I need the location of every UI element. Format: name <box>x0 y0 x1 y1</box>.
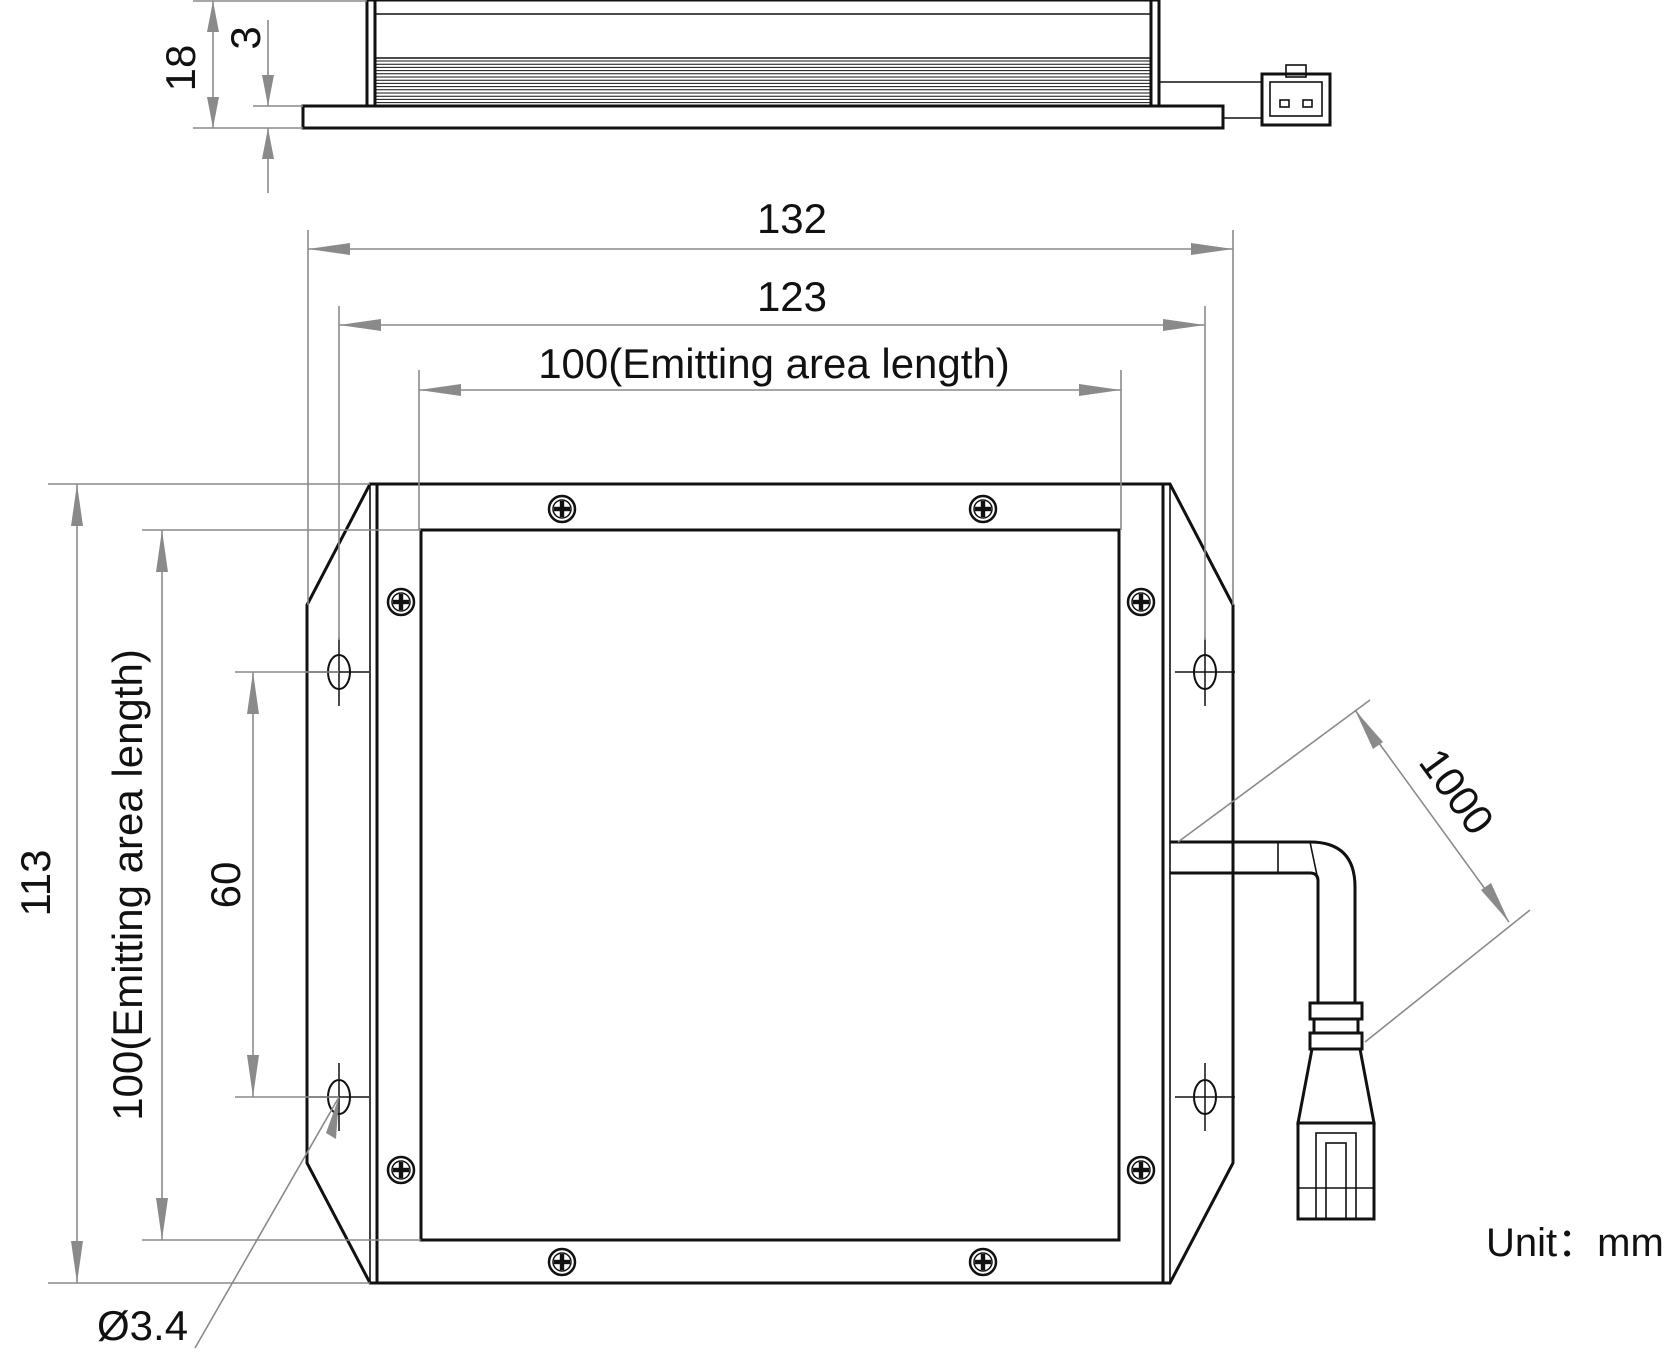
cable-connector <box>1296 1001 1376 1221</box>
screw-icon <box>386 587 416 617</box>
screw-icon <box>547 494 577 524</box>
cable <box>1170 840 1357 1005</box>
front-view <box>305 482 1376 1285</box>
emitting-area <box>419 528 1121 1242</box>
dim-hole-diameter: Ø3.4 <box>97 1302 188 1349</box>
screw-icon <box>1126 1155 1156 1185</box>
heatsink-fins <box>375 60 1151 107</box>
screw-icon <box>1126 587 1156 617</box>
dim-emitting-height: 100(Emitting area length) <box>104 649 151 1121</box>
dim-overall-height: 113 <box>12 850 59 917</box>
dim-hole-span-width: 123 <box>757 273 827 320</box>
base-plate <box>305 482 1235 1285</box>
frame <box>375 482 1165 1285</box>
dim-emitting-width: 100(Emitting area length) <box>538 340 1010 387</box>
side-view: 18 3 <box>157 0 1332 193</box>
side-body <box>365 0 1161 108</box>
dim-base-thickness: 3 <box>222 26 269 49</box>
dim-total-height: 18 <box>157 45 204 92</box>
screw-icon <box>968 1247 998 1277</box>
dim-cable-length: 1000 <box>1410 740 1503 843</box>
unit-note: Unit：mm <box>1486 1221 1664 1265</box>
screw-icon <box>386 1155 416 1185</box>
front-dimensions: 132 123 100(Emitting area length) 113 10… <box>12 195 1664 1349</box>
dim-hole-spacing: 60 <box>202 862 249 909</box>
side-base-plate <box>301 104 1225 130</box>
dim-overall-width: 132 <box>757 195 827 242</box>
screw-icon <box>547 1247 577 1277</box>
screw-icon <box>968 494 998 524</box>
